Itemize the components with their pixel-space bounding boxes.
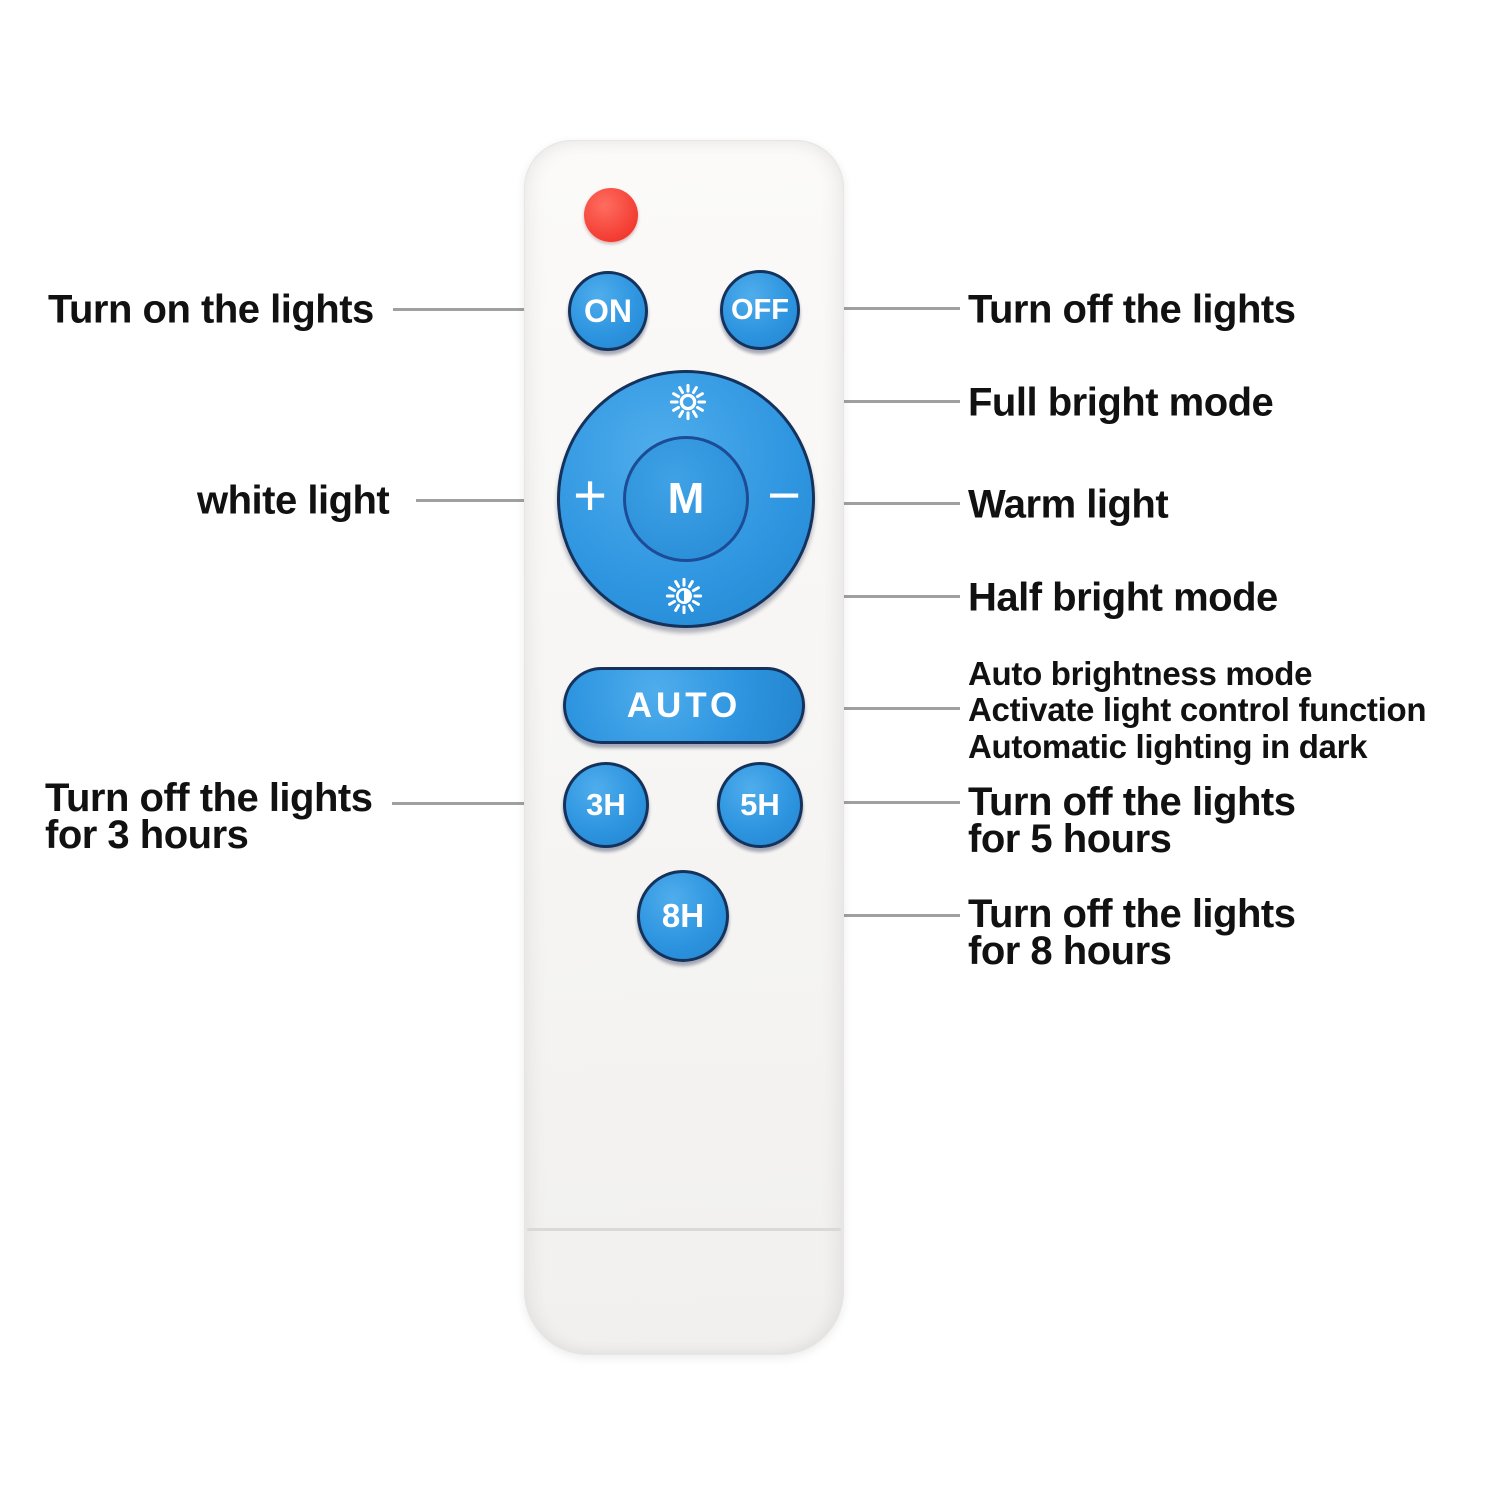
label-warm-light: Warm light	[968, 482, 1169, 527]
label-auto-line1: Auto brightness mode	[968, 655, 1313, 692]
sun-half-icon[interactable]	[665, 577, 703, 615]
label-off-3h: Turn off the lights for 3 hours	[45, 776, 373, 857]
mode-button-label: M	[667, 474, 705, 523]
brightness-pad[interactable]: + M −	[557, 370, 815, 628]
off-button-label: OFF	[731, 293, 789, 326]
label-auto-line2: Activate light control function	[968, 691, 1427, 729]
auto-button-label: AUTO	[626, 685, 742, 725]
label-off-5h: Turn off the lights for 5 hours	[968, 780, 1296, 861]
label-turn-on: Turn on the lights	[48, 287, 374, 332]
callout-line-turn-on	[393, 308, 571, 311]
label-half-bright: Half bright mode	[968, 575, 1278, 620]
sun-full-icon[interactable]	[669, 383, 707, 421]
callout-line-5h	[800, 801, 960, 804]
auto-button[interactable]: AUTO	[563, 667, 805, 744]
label-turn-off: Turn off the lights	[968, 287, 1296, 332]
timer-3h-label: 3H	[586, 787, 626, 822]
on-button[interactable]: ON	[568, 271, 648, 351]
mode-button[interactable]: M	[623, 436, 749, 562]
off-button[interactable]: OFF	[720, 270, 800, 350]
label-off-8h: Turn off the lights for 8 hours	[968, 892, 1296, 973]
label-auto-mode: Auto brightness mode Activate light cont…	[968, 655, 1427, 765]
minus-button[interactable]: −	[767, 463, 801, 529]
callout-line-warm-light	[799, 502, 960, 505]
label-off-5h-line1: Turn off the lights	[968, 780, 1296, 824]
label-off-5h-line2: for 5 hours	[968, 816, 1172, 861]
timer-5h-label: 5H	[740, 787, 780, 822]
timer-5h-button[interactable]: 5H	[717, 762, 803, 848]
label-off-3h-line2: for 3 hours	[45, 812, 249, 857]
callout-line-auto	[762, 707, 960, 710]
label-off-8h-line2: for 8 hours	[968, 928, 1172, 973]
label-full-bright: Full bright mode	[968, 380, 1274, 425]
label-off-8h-line1: Turn off the lights	[968, 892, 1296, 936]
label-auto-line3: Automatic lighting in dark	[968, 727, 1368, 765]
callout-line-turn-off	[799, 307, 960, 310]
callout-line-white-light	[416, 499, 577, 502]
red-led-indicator	[584, 188, 638, 242]
timer-8h-label: 8H	[661, 897, 705, 934]
callout-line-3h	[392, 802, 569, 805]
remote-control-body: ON OFF	[524, 140, 844, 1355]
plus-button[interactable]: +	[573, 463, 607, 529]
on-button-label: ON	[584, 292, 632, 329]
label-white-light: white light	[197, 478, 390, 523]
timer-8h-button[interactable]: 8H	[637, 870, 729, 962]
battery-cover-seam	[527, 1228, 841, 1231]
label-off-3h-line1: Turn off the lights	[45, 776, 373, 820]
timer-3h-button[interactable]: 3H	[563, 762, 649, 848]
